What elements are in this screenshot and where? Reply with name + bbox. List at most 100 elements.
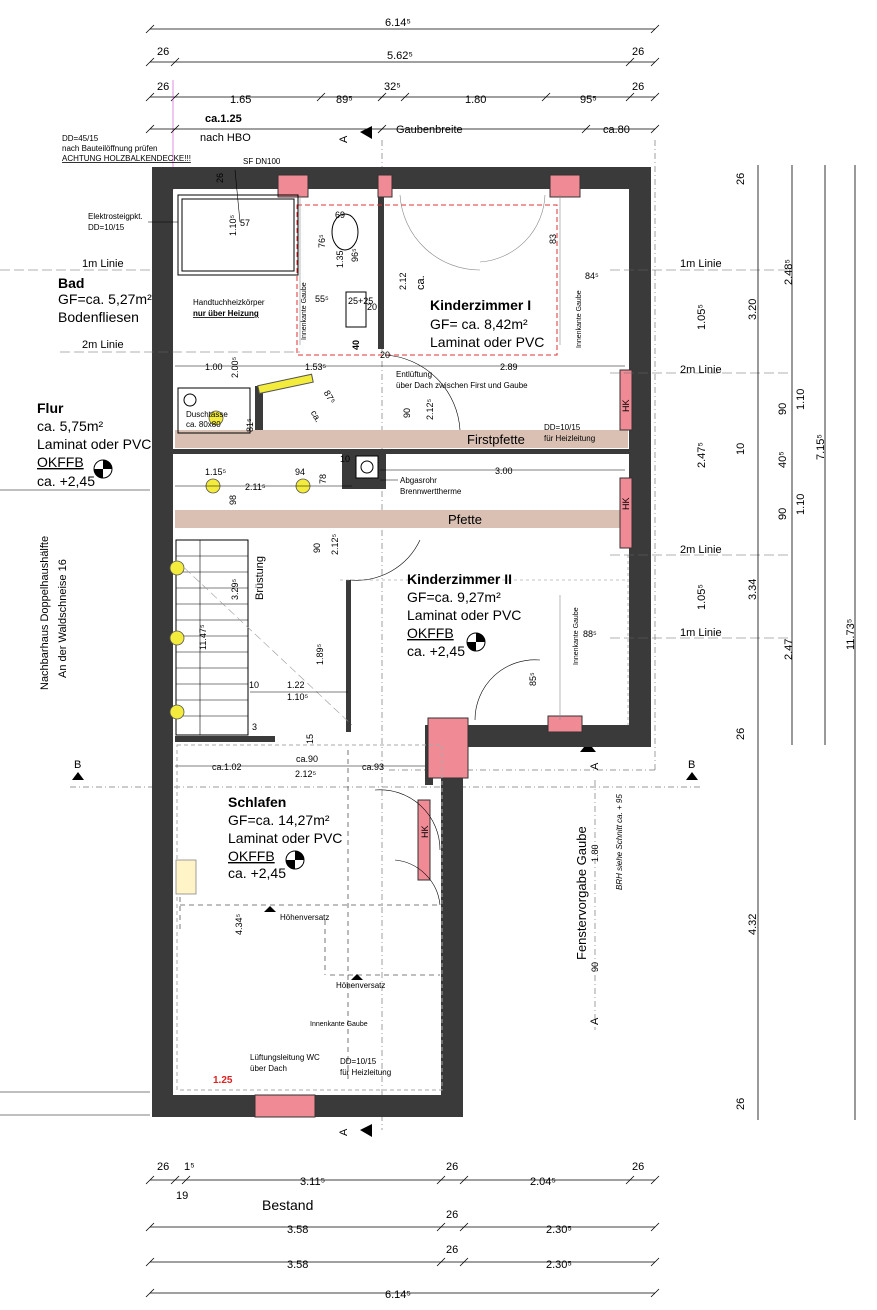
idim-2125: 2.12⁵	[425, 398, 435, 420]
section-line-a: A A A A	[338, 126, 656, 1137]
room-flur-area: ca. 5,75m²	[37, 418, 103, 434]
nachbar-1: Nachbarhaus Doppelhaushälfte	[39, 536, 51, 690]
idim-90b: 90	[312, 543, 322, 553]
room-schlafen-floor: Laminat oder PVC	[228, 830, 342, 846]
hoehenversatz-1: Höhenversatz	[280, 913, 329, 922]
bdim-r1-26: 26	[157, 1161, 169, 1173]
room-kz2-h: ca. +2,45	[407, 643, 465, 659]
rdim-c1-334: 3.34	[747, 579, 759, 600]
bdim-r3-230: 2.30⁵	[546, 1259, 572, 1271]
dim-r3-c: 89⁵	[336, 94, 353, 106]
bdim-r1-204: 2.04⁵	[530, 1176, 556, 1188]
top-dimensions: 6.14⁵ 26 5.62⁵ 26 26 1.65 89⁵ 32⁵ 1.80 9…	[145, 17, 660, 190]
m1-right: 1m Linie	[680, 258, 722, 270]
brh-label: BRH siehe Schnitt ca. + 95	[615, 794, 624, 890]
rdim-c1-320: 3.20	[747, 299, 759, 320]
dd-heiz-3: DD=10/15	[340, 1057, 377, 1066]
idim-289: 2.89	[500, 362, 518, 372]
handtuch-1: Handtuchheizkörper	[193, 298, 265, 307]
radiator-labels: HK HK HK	[420, 399, 631, 838]
rdim-c2-90b: 90	[777, 508, 789, 520]
bruestung-label: Brüstung	[254, 556, 266, 600]
dim-r3-d: 32⁵	[384, 81, 401, 93]
red-125: 1.25	[213, 1075, 233, 1086]
idim-10b: 10	[249, 680, 259, 690]
room-bad-name: Bad	[58, 275, 84, 291]
hoehenversatz-2: Höhenversatz	[336, 981, 385, 990]
dashed-outlines	[176, 195, 629, 1091]
rdim-c3-110b: 1.10	[795, 494, 807, 515]
dim-r3-a: 26	[157, 81, 169, 93]
idim-90: 90	[402, 408, 412, 418]
innenkante-1: Innenkante Gaube	[310, 1021, 368, 1028]
dim-overall-top: 6.14⁵	[385, 17, 411, 29]
dim-r4-a: ca.1.25	[205, 113, 242, 125]
rdim-c2-105b: 1.05⁵	[696, 584, 708, 610]
room-kz1-floor: Laminat oder PVC	[430, 334, 544, 350]
dd-note2: nach Bauteilöffnung prüfen	[62, 144, 157, 153]
m1-right2: 1m Linie	[680, 627, 722, 639]
dd-note3: ACHTUNG HOLZBALKENDECKE!!!	[62, 154, 191, 163]
rdim-c2-247: 2.47⁵	[696, 442, 708, 468]
rdim-c4-1173: 11.73⁵	[845, 619, 857, 650]
dim-r3-e: 1.80	[465, 94, 486, 106]
idim-189: 1.89⁵	[315, 643, 325, 665]
section-a-bottom: A	[338, 1128, 350, 1136]
room-schlafen-h: ca. +2,45	[228, 865, 286, 881]
hk-label-1: HK	[621, 399, 631, 412]
room-schlafen-area: GF=ca. 14,27m²	[228, 812, 330, 828]
bdim-r1-26c: 26	[632, 1161, 644, 1173]
room-kz2-floor: Laminat oder PVC	[407, 607, 521, 623]
lights	[169, 373, 314, 720]
room-kz1-name: Kinderzimmer I	[430, 297, 531, 313]
dd-heiz-4: für Heizleitung	[340, 1068, 391, 1077]
idim-84: 84⁵	[585, 271, 599, 281]
sf-note: SF DN100	[243, 157, 281, 166]
idim-153: 1.53⁵	[305, 362, 327, 372]
pfette-label: Pfette	[448, 512, 482, 527]
idim-ca2: ca.	[309, 409, 324, 424]
dd-heiz-2: für Heizleitung	[544, 434, 595, 443]
idim-85: 85⁵	[528, 672, 538, 686]
entl-1: Entlüftung	[396, 370, 432, 379]
idim-duschtasse: Duschtasse	[186, 410, 228, 419]
idim-20b: 20	[380, 350, 390, 360]
idim-115: 1.15⁵	[205, 467, 227, 477]
rdim-c3-110: 1.10	[795, 389, 807, 410]
bdim-overall: 6.14⁵	[385, 1289, 411, 1301]
room-flur-h: ca. +2,45	[37, 473, 95, 489]
m2-right2: 2m Linie	[680, 544, 722, 556]
idim-69: 69	[335, 210, 345, 220]
bottom-dimensions: 26 1⁵ 19 3.11⁵ 26 2.04⁵ 26 Bestand 3.58 …	[145, 1161, 660, 1301]
abgas-1: Abgasrohr	[400, 476, 437, 485]
bdim-r1-311: 3.11⁵	[300, 1176, 325, 1188]
idim-96: 96⁵	[350, 248, 360, 262]
dim-r3-g: 26	[632, 81, 644, 93]
idim-78: 78	[318, 474, 328, 484]
idim-15: 15	[305, 734, 315, 744]
room-kz1-area: GF= ca. 8,42m²	[430, 316, 528, 332]
dim-r3-f: 95⁵	[580, 94, 597, 106]
idim-2125c: 2.12⁵	[295, 769, 317, 779]
section-b-right: B	[688, 759, 695, 771]
innenkante-4: Innenkante Gaube	[573, 607, 580, 665]
room-kz2-ok: OKFFB	[407, 625, 454, 641]
idim-135: 1.35	[335, 250, 345, 268]
bdim-r1-26b: 26	[446, 1161, 458, 1173]
idim-212: 2.12	[398, 272, 408, 290]
idim-ca90: ca.90	[296, 754, 318, 764]
rdim-c2-90: 90	[777, 403, 789, 415]
innenkante-3: Innenkante Gaube	[576, 290, 583, 348]
idim-100: 1.00	[205, 362, 223, 372]
rdim-c1-10: 10	[735, 443, 747, 455]
rdim-c1-432: 4.32	[747, 914, 759, 935]
room-kz2-name: Kinderzimmer II	[407, 571, 512, 587]
section-line-b: B B	[70, 759, 700, 788]
idim-2125b: 2.12⁵	[330, 533, 340, 555]
rdim-c2-247b: 2.47	[783, 639, 795, 660]
dim-r2-left: 26	[157, 46, 169, 58]
rdim-c2-40: 40⁵	[777, 451, 789, 468]
rdim-c2-248: 2.48⁵	[783, 259, 795, 285]
lueft-2: über Dach	[250, 1064, 287, 1073]
idim-329: 3.29⁵	[230, 578, 240, 600]
